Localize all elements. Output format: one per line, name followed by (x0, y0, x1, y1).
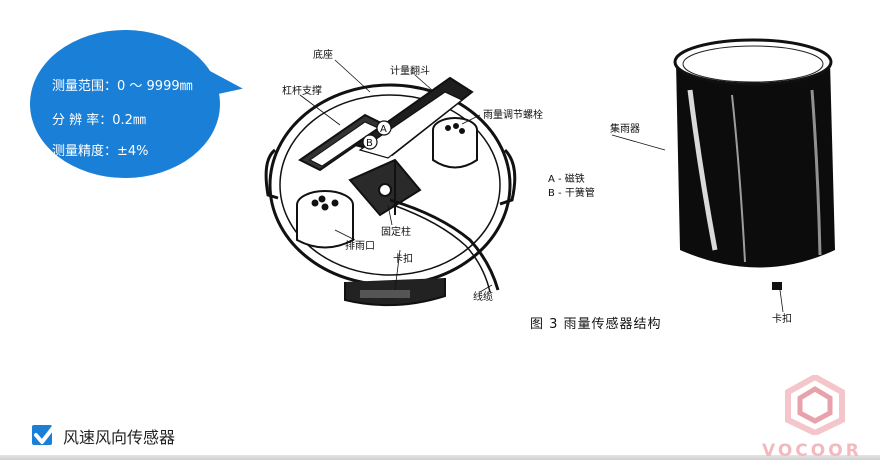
vocoor-logo-icon (785, 375, 845, 435)
label-bucket: 计量翻斗 (390, 64, 430, 77)
spec-resolution: 分 辨 率：0.2㎜ (52, 113, 146, 128)
label-base: 底座 (313, 48, 333, 61)
checkbox-checked-icon (32, 422, 58, 445)
spec-range: 测量范围：0 ～ 9999㎜ (52, 79, 193, 94)
section-title: 风速风向传感器 (63, 428, 176, 447)
label-lever: 杠杆支撑 (282, 84, 322, 97)
spec-accuracy: 测量精度：±4% (52, 144, 149, 159)
collector-drawing (673, 38, 835, 290)
marker-a-label: A (380, 124, 387, 135)
label-cable: 线缆 (473, 290, 493, 303)
label-collector: 集雨器 (610, 122, 640, 135)
label-screw: 雨量调节螺栓 (483, 108, 543, 121)
spec-bubble (30, 30, 220, 178)
label-magnet: A - 磁铁 (548, 172, 585, 185)
bottom-divider (0, 455, 880, 460)
rain-gauge-base-drawing (264, 76, 517, 307)
label-post: 固定柱 (381, 225, 411, 238)
label-clip: 卡扣 (393, 252, 413, 265)
label-drain: 排雨口 (345, 239, 375, 252)
leader-lines (299, 59, 784, 313)
figure-caption: 图 3 雨量传感器结构 (530, 317, 662, 332)
label-collector-clip: 卡扣 (772, 312, 792, 325)
label-reed: B - 干簧管 (548, 186, 595, 199)
brand-name: VOCOOR (762, 441, 862, 461)
marker-b-label: B (366, 138, 373, 149)
